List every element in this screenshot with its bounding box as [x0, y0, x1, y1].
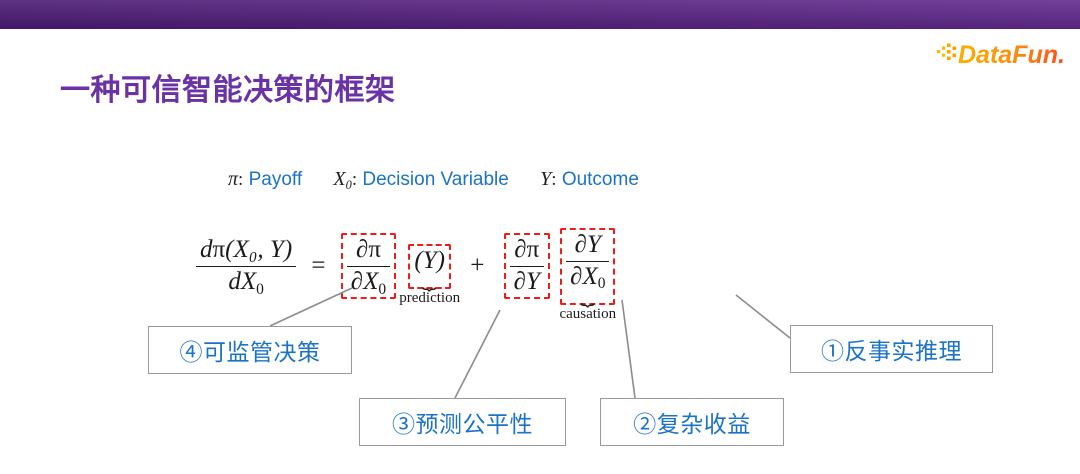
term4-den-partial: ∂: [570, 262, 583, 290]
term3-numerator: ∂π: [509, 236, 544, 267]
lhs-den-sub: 0: [256, 280, 264, 298]
underbrace-causation-icon: ⏟: [580, 286, 595, 307]
term4-num-var: Y: [587, 231, 601, 258]
term-dy-dx0-fraction: ∂Y ∂X0: [566, 231, 610, 293]
term-causation-braced: ∂Y ∂X0 ⏟ causation: [559, 231, 616, 322]
connector-callout3: [454, 309, 501, 399]
legend-desc-outcome: Outcome: [561, 169, 639, 190]
legend-item-payoff: π: Payoff: [228, 168, 302, 191]
term-prediction-box: (Y) ⏟ prediction: [399, 244, 460, 306]
term-dpi-dy-box: ∂π ∂Y: [503, 233, 550, 300]
callout-complex-payoff[interactable]: ②复杂收益: [600, 398, 784, 446]
plus-sign: +: [470, 252, 485, 280]
lhs-num-args: (X₀, Y): [225, 236, 293, 264]
equals-sign: =: [311, 252, 326, 280]
term3-den-partial: ∂: [513, 267, 526, 295]
callout-counterfactual-reasoning[interactable]: ①反事实推理: [790, 325, 993, 373]
callout-supervisable-decision[interactable]: ④可监管决策: [148, 326, 352, 374]
term-causation-box: ∂Y ∂X0 ⏟ causation: [559, 228, 616, 322]
lhs-denominator: dX0: [196, 267, 296, 298]
term4-numerator: ∂Y: [566, 231, 610, 262]
lhs-numerator: dπ(X₀, Y): [196, 236, 297, 267]
page-title: 一种可信智能决策的框架: [60, 74, 396, 107]
legend-colon: :: [551, 169, 557, 190]
term4-den-sub: 0: [597, 275, 606, 293]
term1-denominator: ∂X0: [347, 267, 390, 298]
term1-den-sub: 0: [378, 280, 387, 298]
term-dpi-dx0-box: ∂π ∂X0: [340, 233, 397, 300]
term1-den-var: X: [363, 267, 379, 295]
term2-content: (Y): [414, 247, 445, 274]
lhs-den-d: d: [228, 267, 241, 295]
term4-num-partial: ∂: [574, 231, 588, 258]
term4-denominator: ∂X0: [566, 262, 609, 293]
lhs-num-pi: π: [212, 236, 226, 264]
term-dpi-dy-fraction: ∂π ∂Y: [509, 236, 544, 297]
underbrace-label-causation: causation: [559, 305, 617, 322]
term3-num-var: π: [526, 236, 540, 264]
term3-den-var: Y: [525, 267, 540, 295]
legend-item-decision-variable: X0: Decision Variable: [333, 168, 509, 192]
term3-num-partial: ∂: [514, 236, 527, 264]
term1-num-partial: ∂: [355, 236, 369, 264]
connector-callout1: [735, 294, 791, 339]
legend-desc-decision-variable: Decision Variable: [362, 169, 509, 190]
term4-den-var: X: [582, 262, 598, 290]
lhs-num-d: d: [200, 236, 213, 264]
legend-symbol-x: X0: [333, 168, 352, 192]
legend-symbol-x-sub: 0: [345, 177, 352, 192]
legend-colon: :: [238, 169, 244, 190]
term1-num-var: π: [368, 236, 381, 264]
legend-item-outcome: Y: Outcome: [540, 168, 639, 191]
legend-symbol-pi: π: [228, 168, 239, 190]
legend-desc-payoff: Payoff: [248, 169, 303, 190]
term-dpi-dx0-fraction: ∂π ∂X0: [346, 236, 391, 298]
connector-callout2: [621, 299, 636, 399]
term-prediction-braced: (Y) ⏟ prediction: [399, 247, 460, 306]
legend-symbol-y: Y: [540, 168, 552, 190]
callout-prediction-fairness[interactable]: ③预测公平性: [359, 398, 566, 446]
term1-den-partial: ∂: [350, 267, 364, 295]
legend-colon: :: [351, 169, 358, 190]
equation-lhs-fraction: dπ(X₀, Y) dX0: [196, 236, 297, 298]
legend-symbol-x-base: X: [333, 168, 346, 190]
svg-text:DataFun.: DataFun.: [958, 41, 1065, 69]
term3-denominator: ∂Y: [510, 267, 544, 297]
header-bar: [0, 0, 1080, 29]
underbrace-prediction-icon: ⏟: [422, 270, 437, 291]
symbol-legend: π: Payoff X0: Decision Variable Y: Outco…: [228, 168, 665, 192]
lhs-den-var: X: [240, 267, 257, 295]
underbrace-label-prediction: prediction: [399, 289, 461, 306]
datafun-logo: DataFun.: [936, 38, 1066, 70]
decision-decomposition-equation: dπ(X₀, Y) dX0 = ∂π ∂X0 (Y) ⏟ prediction …: [196, 228, 616, 322]
term1-numerator: ∂π: [346, 236, 391, 267]
